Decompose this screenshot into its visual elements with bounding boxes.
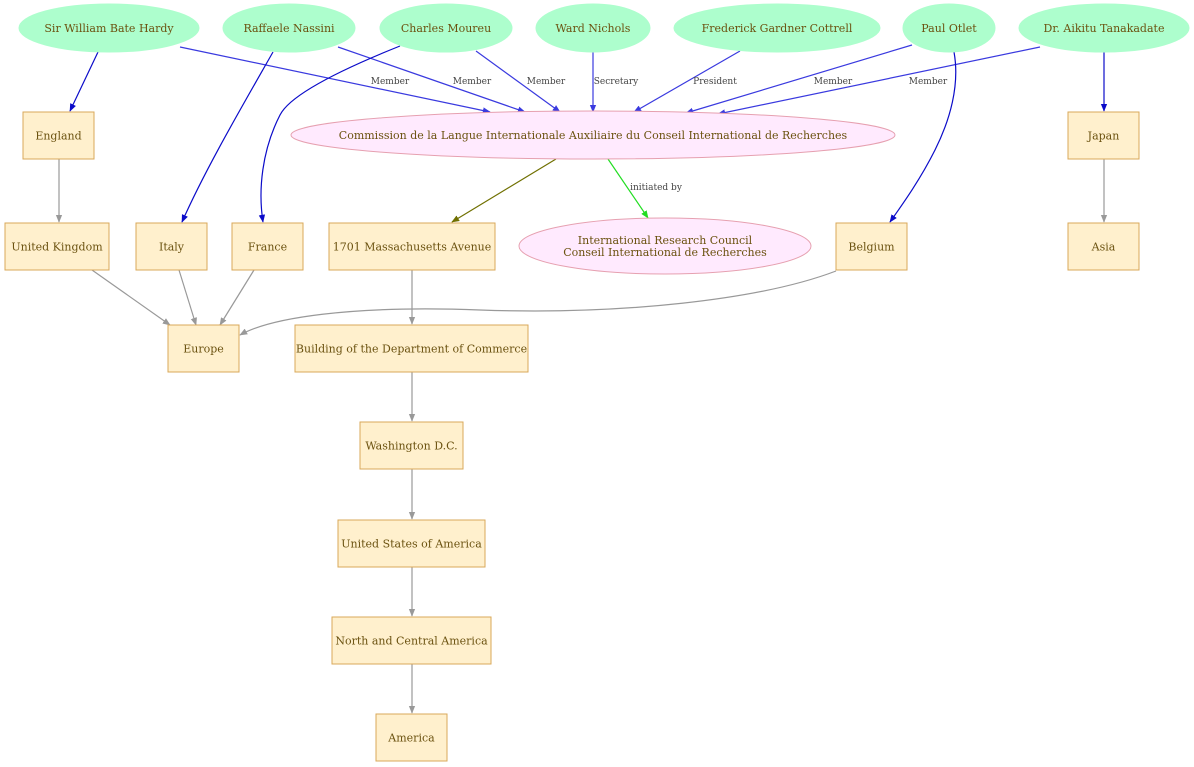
node-europe: Europe [167, 324, 240, 373]
node-label-nca: North and Central America [335, 635, 488, 648]
node-label-irc-line2: Conseil International de Recherches [563, 246, 767, 259]
node-shape-uk [4, 222, 110, 271]
edge-label-hardy-to-commission: Member [371, 77, 410, 87]
node-label-france: France [248, 241, 287, 254]
node-shape-moureu [379, 3, 513, 53]
node-building: Building of the Department of Commerce [294, 324, 529, 373]
node-label-nichols: Ward Nichols [556, 22, 631, 35]
node-shape-nca [331, 616, 492, 665]
node-label-commission: Commission de la Langue Internationale A… [339, 129, 848, 142]
edges-layer: Member Member Member Secretary President Memb… [55, 44, 1108, 714]
node-label-asia: Asia [1091, 241, 1116, 254]
node-label-mass-ave: 1701 Massachusetts Avenue [333, 241, 492, 254]
edge-hardy-to-commission [179, 46, 491, 114]
node-shape-otlet [902, 3, 996, 53]
node-label-usa: United States of America [341, 538, 482, 551]
edge-label-otlet-to-commission: Member [814, 77, 853, 87]
node-nichols: Ward Nichols [535, 3, 651, 53]
node-label-otlet: Paul Otlet [921, 22, 977, 35]
edge-moureu-to-france [258, 45, 401, 223]
edge-moureu-to-commission [475, 50, 561, 113]
node-label-cottrell: Frederick Gardner Cottrell [702, 22, 853, 35]
edge-nassini-to-italy [181, 51, 274, 223]
edge-commission-to-irc [607, 158, 649, 219]
node-nassini: Raffaele Nassini [222, 3, 356, 53]
edge-label-cottrell-to-commission: President [693, 77, 737, 87]
node-france: France [231, 222, 304, 271]
node-shape-france [231, 222, 304, 271]
node-commission: Commission de la Langue Internationale A… [290, 110, 896, 160]
node-shape-nassini [222, 3, 356, 53]
node-shape-tanakadate [1018, 3, 1190, 53]
edge-italy-to-europe [178, 269, 197, 326]
nodes-layer: Sir William Bate Hardy Raffaele Nassini Ch… [4, 3, 1190, 762]
node-usa: United States of America [337, 519, 486, 568]
node-washington: Washington D.C. [359, 421, 464, 470]
node-label-italy: Italy [159, 241, 185, 254]
node-tanakadate: Dr. Aikitu Tanakadate [1018, 3, 1190, 53]
node-shape-hardy [18, 3, 200, 53]
node-label-japan: Japan [1087, 130, 1120, 143]
node-shape-england [22, 111, 95, 160]
node-mass-ave: 1701 Massachusetts Avenue [328, 222, 496, 271]
node-label-america: America [387, 732, 435, 745]
node-belgium: Belgium [835, 222, 908, 271]
node-shape-japan [1067, 111, 1140, 160]
node-shape-asia [1067, 222, 1140, 271]
node-moureu: Charles Moureu [379, 3, 513, 53]
edge-cottrell-to-commission [633, 50, 741, 113]
node-shape-nichols [535, 3, 651, 53]
node-shape-washington [359, 421, 464, 470]
edge-uk-to-europe [91, 269, 171, 326]
node-asia: Asia [1067, 222, 1140, 271]
node-america: America [375, 713, 448, 762]
node-shape-building [294, 324, 529, 373]
node-italy: Italy [135, 222, 208, 271]
edge-label-nichols-to-commission: Secretary [594, 77, 639, 87]
node-shape-irc [518, 217, 812, 275]
edge-otlet-to-belgium [889, 51, 957, 223]
node-label-belgium: Belgium [848, 241, 895, 254]
node-label-building: Building of the Department of Commerce [296, 343, 527, 356]
node-japan: Japan [1067, 111, 1140, 160]
node-england: England [22, 111, 95, 160]
edge-france-to-europe [219, 269, 255, 326]
edge-tanakadate-to-commission [717, 46, 1041, 116]
node-label-irc: International Research Council [578, 234, 753, 247]
node-cottrell: Frederick Gardner Cottrell [673, 3, 881, 53]
edge-label-tanakadate-to-commission: Member [909, 77, 948, 87]
node-shape-mass-ave [328, 222, 496, 271]
edge-label-moureu-to-commission: Member [527, 77, 566, 87]
node-label-england: England [35, 130, 81, 143]
node-nca: North and Central America [331, 616, 492, 665]
node-shape-italy [135, 222, 208, 271]
node-label-tanakadate: Dr. Aikitu Tanakadate [1044, 22, 1165, 35]
node-uk: United Kingdom [4, 222, 110, 271]
edge-belgium-to-europe [239, 270, 837, 336]
node-shape-europe [167, 324, 240, 373]
node-shape-cottrell [673, 3, 881, 53]
node-hardy: Sir William Bate Hardy [18, 3, 200, 53]
node-label-hardy: Sir William Bate Hardy [44, 22, 174, 35]
node-label-moureu: Charles Moureu [401, 22, 491, 35]
node-label-washington: Washington D.C. [365, 440, 457, 453]
node-label-nassini: Raffaele Nassini [243, 22, 335, 35]
node-otlet: Paul Otlet [902, 3, 996, 53]
node-shape-belgium [835, 222, 908, 271]
node-shape-usa [337, 519, 486, 568]
node-shape-commission [290, 110, 896, 160]
edge-otlet-to-commission [685, 44, 913, 114]
node-label-europe: Europe [183, 343, 224, 356]
edge-commission-to-mass_ave [451, 158, 557, 223]
node-label-uk: United Kingdom [11, 241, 103, 254]
edge-label-nassini-to-commission: Member [453, 77, 492, 87]
edge-hardy-to-england [69, 51, 99, 112]
edge-label-commission-to-irc: initiated by [630, 183, 683, 193]
edge-nassini-to-commission [337, 46, 526, 113]
node-shape-america [375, 713, 448, 762]
